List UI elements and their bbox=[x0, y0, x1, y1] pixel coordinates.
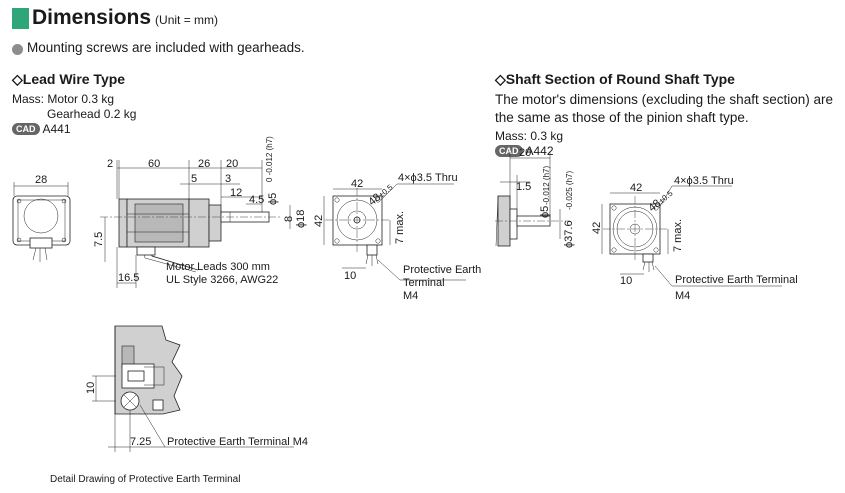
round-dim-boss: ϕ37.6 bbox=[563, 220, 575, 248]
round-pcd-label: 48±0.5 bbox=[646, 187, 675, 214]
cad-code: A442 bbox=[525, 144, 554, 158]
detail-pe-label: Protective Earth Terminal M4 bbox=[167, 436, 308, 448]
round-dim-42-horizontal: 42 bbox=[630, 182, 642, 194]
dim-12: 12 bbox=[230, 187, 242, 199]
lead-wire-front-view: 42 42 4×ϕ3.5 Thru 48±0.5 7 max. 10 Prote… bbox=[313, 172, 481, 302]
pe-label-1: Protective Earth bbox=[403, 264, 481, 276]
dim-42-vertical: 42 bbox=[313, 215, 325, 227]
round-dim-boss-tol: -0.025 (h7) bbox=[565, 171, 574, 210]
dim-10: 10 bbox=[344, 270, 356, 282]
detail-drawing: 10 7.25 Protective Earth Terminal M4 bbox=[85, 325, 308, 452]
lead-wire-heading: ◇Lead Wire Type bbox=[12, 71, 126, 87]
round-dim-shaft: ϕ5 bbox=[539, 206, 551, 218]
round-dim-10: 10 bbox=[620, 275, 632, 287]
round-shaft-desc-2: the same as those of the pinion shaft ty… bbox=[495, 110, 749, 125]
round-pe-label: Protective Earth Terminal bbox=[675, 274, 798, 286]
dim-shaft-diameter: ϕ5 bbox=[267, 193, 279, 205]
round-shaft-heading: ◇Shaft Section of Round Shaft Type bbox=[495, 71, 735, 87]
dim-4-5: 4.5 bbox=[249, 194, 264, 206]
dim-2: 2 bbox=[107, 158, 113, 170]
dim-3: 3 bbox=[225, 173, 231, 185]
cad-badge: CAD bbox=[495, 145, 523, 157]
lead-wire-end-view: 28 bbox=[12, 174, 71, 262]
dim-26: 26 bbox=[198, 158, 210, 170]
leads-label-2: UL Style 3266, AWG22 bbox=[166, 274, 278, 286]
round-dim-1-5: 1.5 bbox=[516, 181, 531, 193]
cad-badge: CAD bbox=[12, 123, 40, 135]
dim-20: 20 bbox=[226, 158, 238, 170]
round-dim-7-max: 7 max. bbox=[672, 219, 684, 252]
dim-shaft-tolerance: 0 -0.012 (h7) bbox=[265, 136, 274, 182]
detail-dim-7-25: 7.25 bbox=[130, 436, 151, 448]
round-dim-42-vertical: 42 bbox=[591, 222, 603, 234]
dim-7-max: 7 max. bbox=[394, 211, 406, 244]
cad-code: A441 bbox=[42, 122, 71, 136]
bullet-icon bbox=[12, 44, 23, 55]
mounting-holes-label: 4×ϕ3.5 Thru bbox=[398, 172, 458, 184]
pe-label-2: Terminal bbox=[403, 277, 445, 289]
dim-16-5: 16.5 bbox=[118, 272, 139, 284]
round-shaft-front-view: 42 42 4×ϕ3.5 Thru 48±0.5 7 max. 10 Prote… bbox=[591, 175, 798, 302]
round-shaft-desc-1: The motor's dimensions (excluding the sh… bbox=[495, 92, 833, 107]
round-dim-20: 20 bbox=[519, 147, 531, 159]
round-shaft-mass: Mass: 0.3 kg bbox=[495, 129, 564, 143]
dim-5: 5 bbox=[191, 173, 197, 185]
round-shaft-side-view: 20 1.5 ϕ5 -0.012 (h7) ϕ37.6 -0.025 (h7) bbox=[495, 147, 575, 248]
page-title: Dimensions(Unit = mm) bbox=[32, 6, 219, 29]
dim-7-5: 7.5 bbox=[93, 232, 105, 247]
lead-wire-mass-motor: Mass: Motor 0.3 kg bbox=[12, 92, 115, 106]
round-pe-m4: M4 bbox=[675, 290, 690, 302]
pe-m4-label: M4 bbox=[403, 290, 418, 302]
detail-caption: Detail Drawing of Protective Earth Termi… bbox=[50, 474, 241, 485]
leads-label-1: Motor Leads 300 mm bbox=[166, 261, 270, 273]
dim-8: 8 bbox=[283, 216, 295, 222]
title-accent-block bbox=[12, 8, 29, 29]
lead-wire-mass-gearhead: Gearhead 0.2 kg bbox=[47, 107, 137, 121]
detail-dim-10: 10 bbox=[85, 382, 97, 394]
dim-42-horizontal: 42 bbox=[351, 178, 363, 190]
round-dim-shaft-tol: -0.012 (h7) bbox=[542, 166, 551, 205]
unit-label: (Unit = mm) bbox=[155, 13, 219, 27]
dim-60: 60 bbox=[148, 158, 160, 170]
dim-18: ϕ18 bbox=[295, 210, 307, 228]
dim-28: 28 bbox=[35, 174, 47, 186]
mounting-note: Mounting screws are included with gearhe… bbox=[27, 40, 305, 55]
lead-wire-side-view: 2 60 26 20 5 3 12 4.5 ϕ5 0 -0.012 (h7) ϕ… bbox=[93, 136, 307, 288]
round-mounting-holes-label: 4×ϕ3.5 Thru bbox=[674, 175, 734, 187]
